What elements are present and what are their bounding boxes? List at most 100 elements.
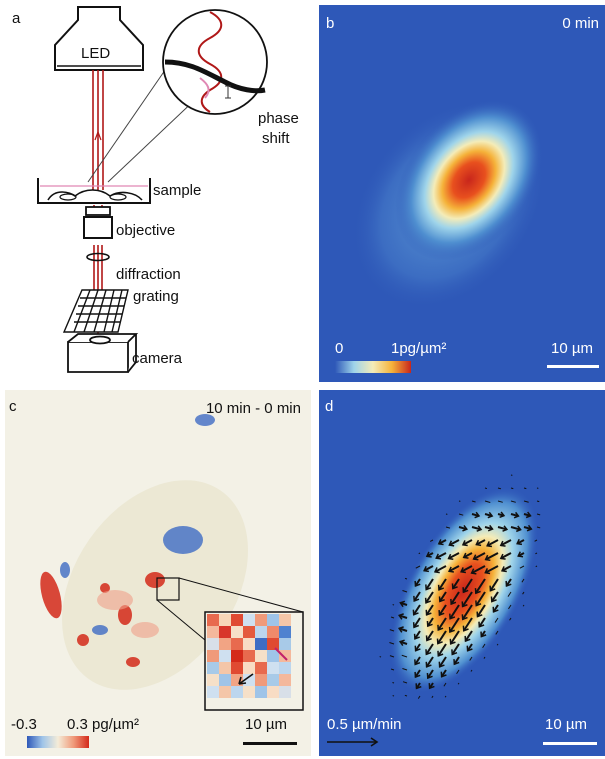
velocity-arrowhead (499, 553, 506, 560)
sample-label: sample (153, 182, 202, 199)
velocity-arrow (438, 604, 447, 616)
velocity-arrow (458, 526, 468, 531)
velocity-arrow (414, 643, 421, 652)
objective-label: objective (116, 222, 176, 239)
velocity-arrowhead (484, 568, 491, 575)
velocity-arrow (534, 539, 538, 542)
velocity-arrow (484, 500, 491, 503)
velocity-arrow (437, 630, 447, 645)
velocity-arrow (471, 500, 476, 503)
velocity-arrowhead (526, 524, 533, 532)
velocity-arrowhead (516, 538, 523, 546)
velocity-arrowhead (437, 650, 444, 657)
velocity-arrow (494, 617, 499, 623)
velocity-arrow (425, 656, 434, 668)
velocity-arrow (414, 669, 421, 678)
velocity-arrow (414, 578, 421, 587)
velocity-arrow (495, 630, 499, 635)
velocity-arrow (425, 591, 434, 604)
velocity-arrow (438, 656, 447, 668)
velocity-arrowhead (433, 567, 440, 574)
velocity-arrow (435, 552, 447, 560)
phase-label-line1: phase (258, 110, 299, 127)
microscope-diagram (37, 6, 268, 373)
velocity-arrowhead (414, 645, 421, 652)
velocity-arrow (423, 565, 434, 572)
velocity-arrowhead (500, 566, 507, 573)
velocity-arrowhead (475, 600, 482, 607)
velocity-arrowhead (517, 551, 524, 558)
velocity-arrow (490, 591, 499, 603)
velocity-arrow (500, 539, 512, 547)
velocity-arrow (413, 617, 421, 628)
velocity-arrow (484, 487, 488, 490)
velocity-arrow (448, 552, 460, 560)
velocity-arrowhead (413, 595, 420, 602)
velocity-arrow (444, 695, 447, 698)
velocity-arrow (438, 578, 447, 591)
velocity-arrow (440, 669, 447, 678)
velocity-arrow (413, 591, 421, 602)
velocity-arrowhead (414, 580, 421, 588)
velocity-arrow (471, 565, 486, 574)
panel-d-velocity-label: 0.5 µm/min (327, 716, 402, 733)
velocity-arrowhead (424, 597, 431, 604)
velocity-arrow (536, 500, 540, 503)
velocity-arrowhead (461, 601, 468, 608)
velocity-arrowhead (499, 540, 506, 547)
velocity-arrow (425, 604, 434, 616)
velocity-arrowhead (462, 552, 469, 559)
velocity-arrowhead (398, 639, 405, 647)
velocity-arrow (401, 654, 408, 658)
velocity-arrow (519, 565, 525, 569)
velocity-arrow (425, 578, 434, 591)
velocity-arrow (449, 630, 460, 645)
velocity-arrow (484, 565, 499, 574)
camera-icon (67, 333, 139, 373)
velocity-arrow (523, 487, 527, 490)
velocity-arrow (437, 643, 447, 657)
velocity-arrow (434, 565, 447, 573)
velocity-arrow (510, 526, 521, 531)
velocity-arrow (398, 627, 408, 632)
panel-c-scalebar (243, 742, 297, 745)
velocity-arrow (510, 513, 519, 518)
velocity-arrow (497, 526, 508, 531)
velocity-arrow (536, 526, 541, 529)
velocity-arrowhead (453, 659, 460, 666)
velocity-arrow (451, 643, 460, 655)
objective-icon (83, 216, 113, 239)
velocity-arrowhead (397, 626, 404, 633)
velocity-arrow (437, 617, 447, 631)
velocity-arrow (414, 656, 421, 665)
velocity-arrow (426, 617, 434, 627)
velocity-arrow (415, 565, 421, 569)
velocity-arrow (516, 539, 525, 545)
velocity-arrow (510, 487, 514, 490)
velocity-arrow (482, 643, 486, 648)
velocity-arrowhead (448, 540, 455, 547)
velocity-arrowhead (461, 614, 468, 621)
velocity-arrow (475, 591, 486, 607)
velocity-arrow (412, 604, 421, 616)
panel-b-scalebar-label: 10 µm (551, 340, 593, 357)
velocity-arrow (453, 656, 460, 665)
velocity-arrowhead (426, 672, 433, 680)
panel-b-colorbar-max: 1pg/µm² (391, 340, 447, 357)
velocity-arrowhead (462, 625, 469, 632)
panel-d-letter: d (325, 398, 334, 415)
velocity-arrowhead (476, 525, 483, 532)
velocity-arrowhead (489, 585, 496, 592)
velocity-arrowhead (437, 624, 444, 631)
velocity-arrow (501, 565, 512, 572)
velocity-arrow (450, 591, 460, 605)
panel-c-time: 10 min - 0 min (205, 400, 301, 417)
velocity-arrow (460, 565, 473, 573)
velocity-arrow (486, 539, 499, 547)
velocity-arrow (457, 682, 460, 685)
panel-c-difference-map: c 10 min - 0 min -0.3 0.3 pg/µm² 10 µm (5, 390, 311, 756)
velocity-arrow (469, 656, 473, 661)
velocity-scale-arrow-icon (370, 737, 379, 747)
velocity-arrowhead (413, 633, 420, 640)
velocity-arrowhead (450, 598, 457, 606)
